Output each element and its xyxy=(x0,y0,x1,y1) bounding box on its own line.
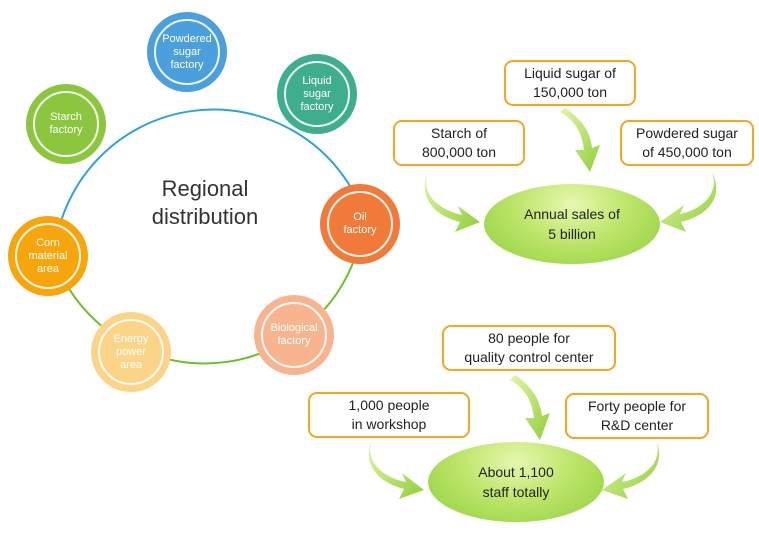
node-biological-factory: Biological factory xyxy=(254,295,334,375)
node-starch-factory: Starch factory xyxy=(26,84,106,164)
box-liquid-sugar-sales: Liquid sugar of 150,000 ton xyxy=(504,60,636,106)
total-staff-oval: About 1,100 staff totally xyxy=(428,442,604,522)
regional-distribution-title: Regional distribution xyxy=(151,176,259,229)
arrow-powdered xyxy=(660,172,717,232)
node-oil-factory: Oil factory xyxy=(320,184,400,264)
arrow-rd xyxy=(602,440,660,499)
box-quality-control-staff: 80 people for quality control center xyxy=(442,325,616,371)
node-energy-power-area: Energy power area xyxy=(91,312,171,392)
box-workshop-staff: 1,000 people in workshop xyxy=(308,392,470,438)
box-rd-staff: Forty people for R&D center xyxy=(565,393,709,439)
node-corn-material-area: Corn material area xyxy=(8,216,88,296)
arrow-quality xyxy=(510,375,550,440)
box-starch-sales: Starch of 800,000 ton xyxy=(393,120,525,166)
ring-upper xyxy=(53,108,365,259)
box-powdered-sugar-sales: Powdered sugar of 450,000 ton xyxy=(620,120,754,166)
arrow-liquid xyxy=(560,108,600,172)
arrow-workshop xyxy=(368,440,424,499)
annual-sales-oval: Annual sales of 5 billion xyxy=(484,184,660,264)
ring-lower xyxy=(53,214,365,365)
node-powdered-sugar-factory: Powdered sugar factory xyxy=(147,12,227,92)
node-liquid-sugar-factory: Liquid sugar factory xyxy=(277,54,357,134)
arrow-starch xyxy=(424,172,480,232)
